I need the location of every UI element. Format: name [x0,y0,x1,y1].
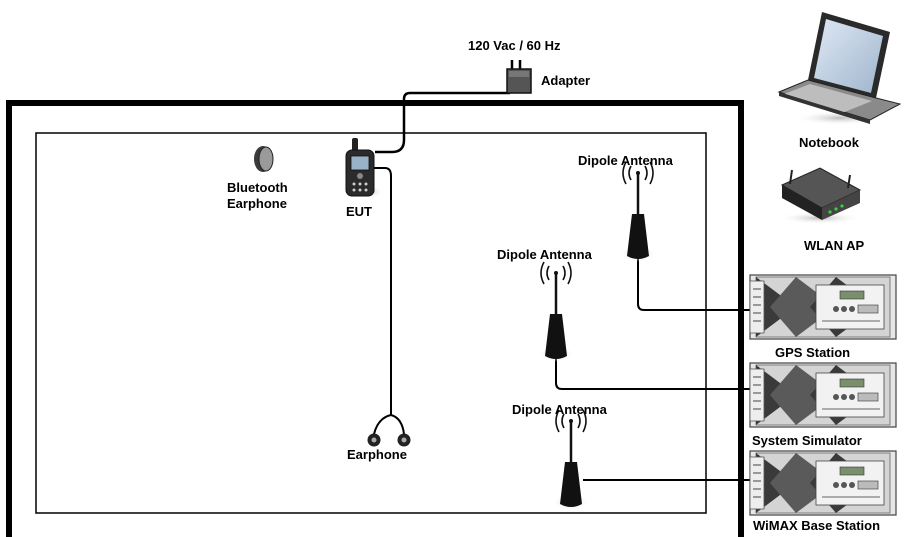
rack-instrument-icon [749,274,897,340]
system-simulator-label: System Simulator [752,433,862,448]
eut-label: EUT [346,204,372,219]
notebook-icon [777,12,902,125]
bluetooth-earphone-label: Bluetooth Earphone [227,180,288,212]
notebook-label: Notebook [799,135,859,150]
wimax-base-station-label: WiMAX Base Station [753,518,881,533]
simulator-cable [555,346,756,390]
wlan-ap-label: WLAN AP [804,238,865,253]
power-label: 120 Vac / 60 Hz [468,38,561,53]
earphone-cable [374,167,392,415]
power-cable [375,91,510,154]
eut-phone-icon [345,138,384,198]
adapter-icon [506,68,532,94]
bluetooth-earphone-label-line2: Earphone [227,196,287,211]
earphone-label: Earphone [347,447,407,462]
earphone-split [373,414,405,435]
rack-instrument-icon [749,450,897,516]
rack-instrument-icon [749,362,897,428]
bluetooth-earphone-label-line1: Bluetooth [227,180,288,195]
adapter-label: Adapter [541,73,591,88]
dipole-antenna-label-1: Dipole Antenna [578,153,673,168]
wlan-ap-icon [778,167,862,224]
dipole-antenna-label-2: Dipole Antenna [497,247,592,262]
earphone-icon [367,433,411,447]
gps-station-label: GPS Station [775,345,851,360]
dipole-antenna-label-3: Dipole Antenna [512,402,607,417]
bluetooth-earphone-icon [254,146,274,172]
gps-cable [637,252,756,311]
